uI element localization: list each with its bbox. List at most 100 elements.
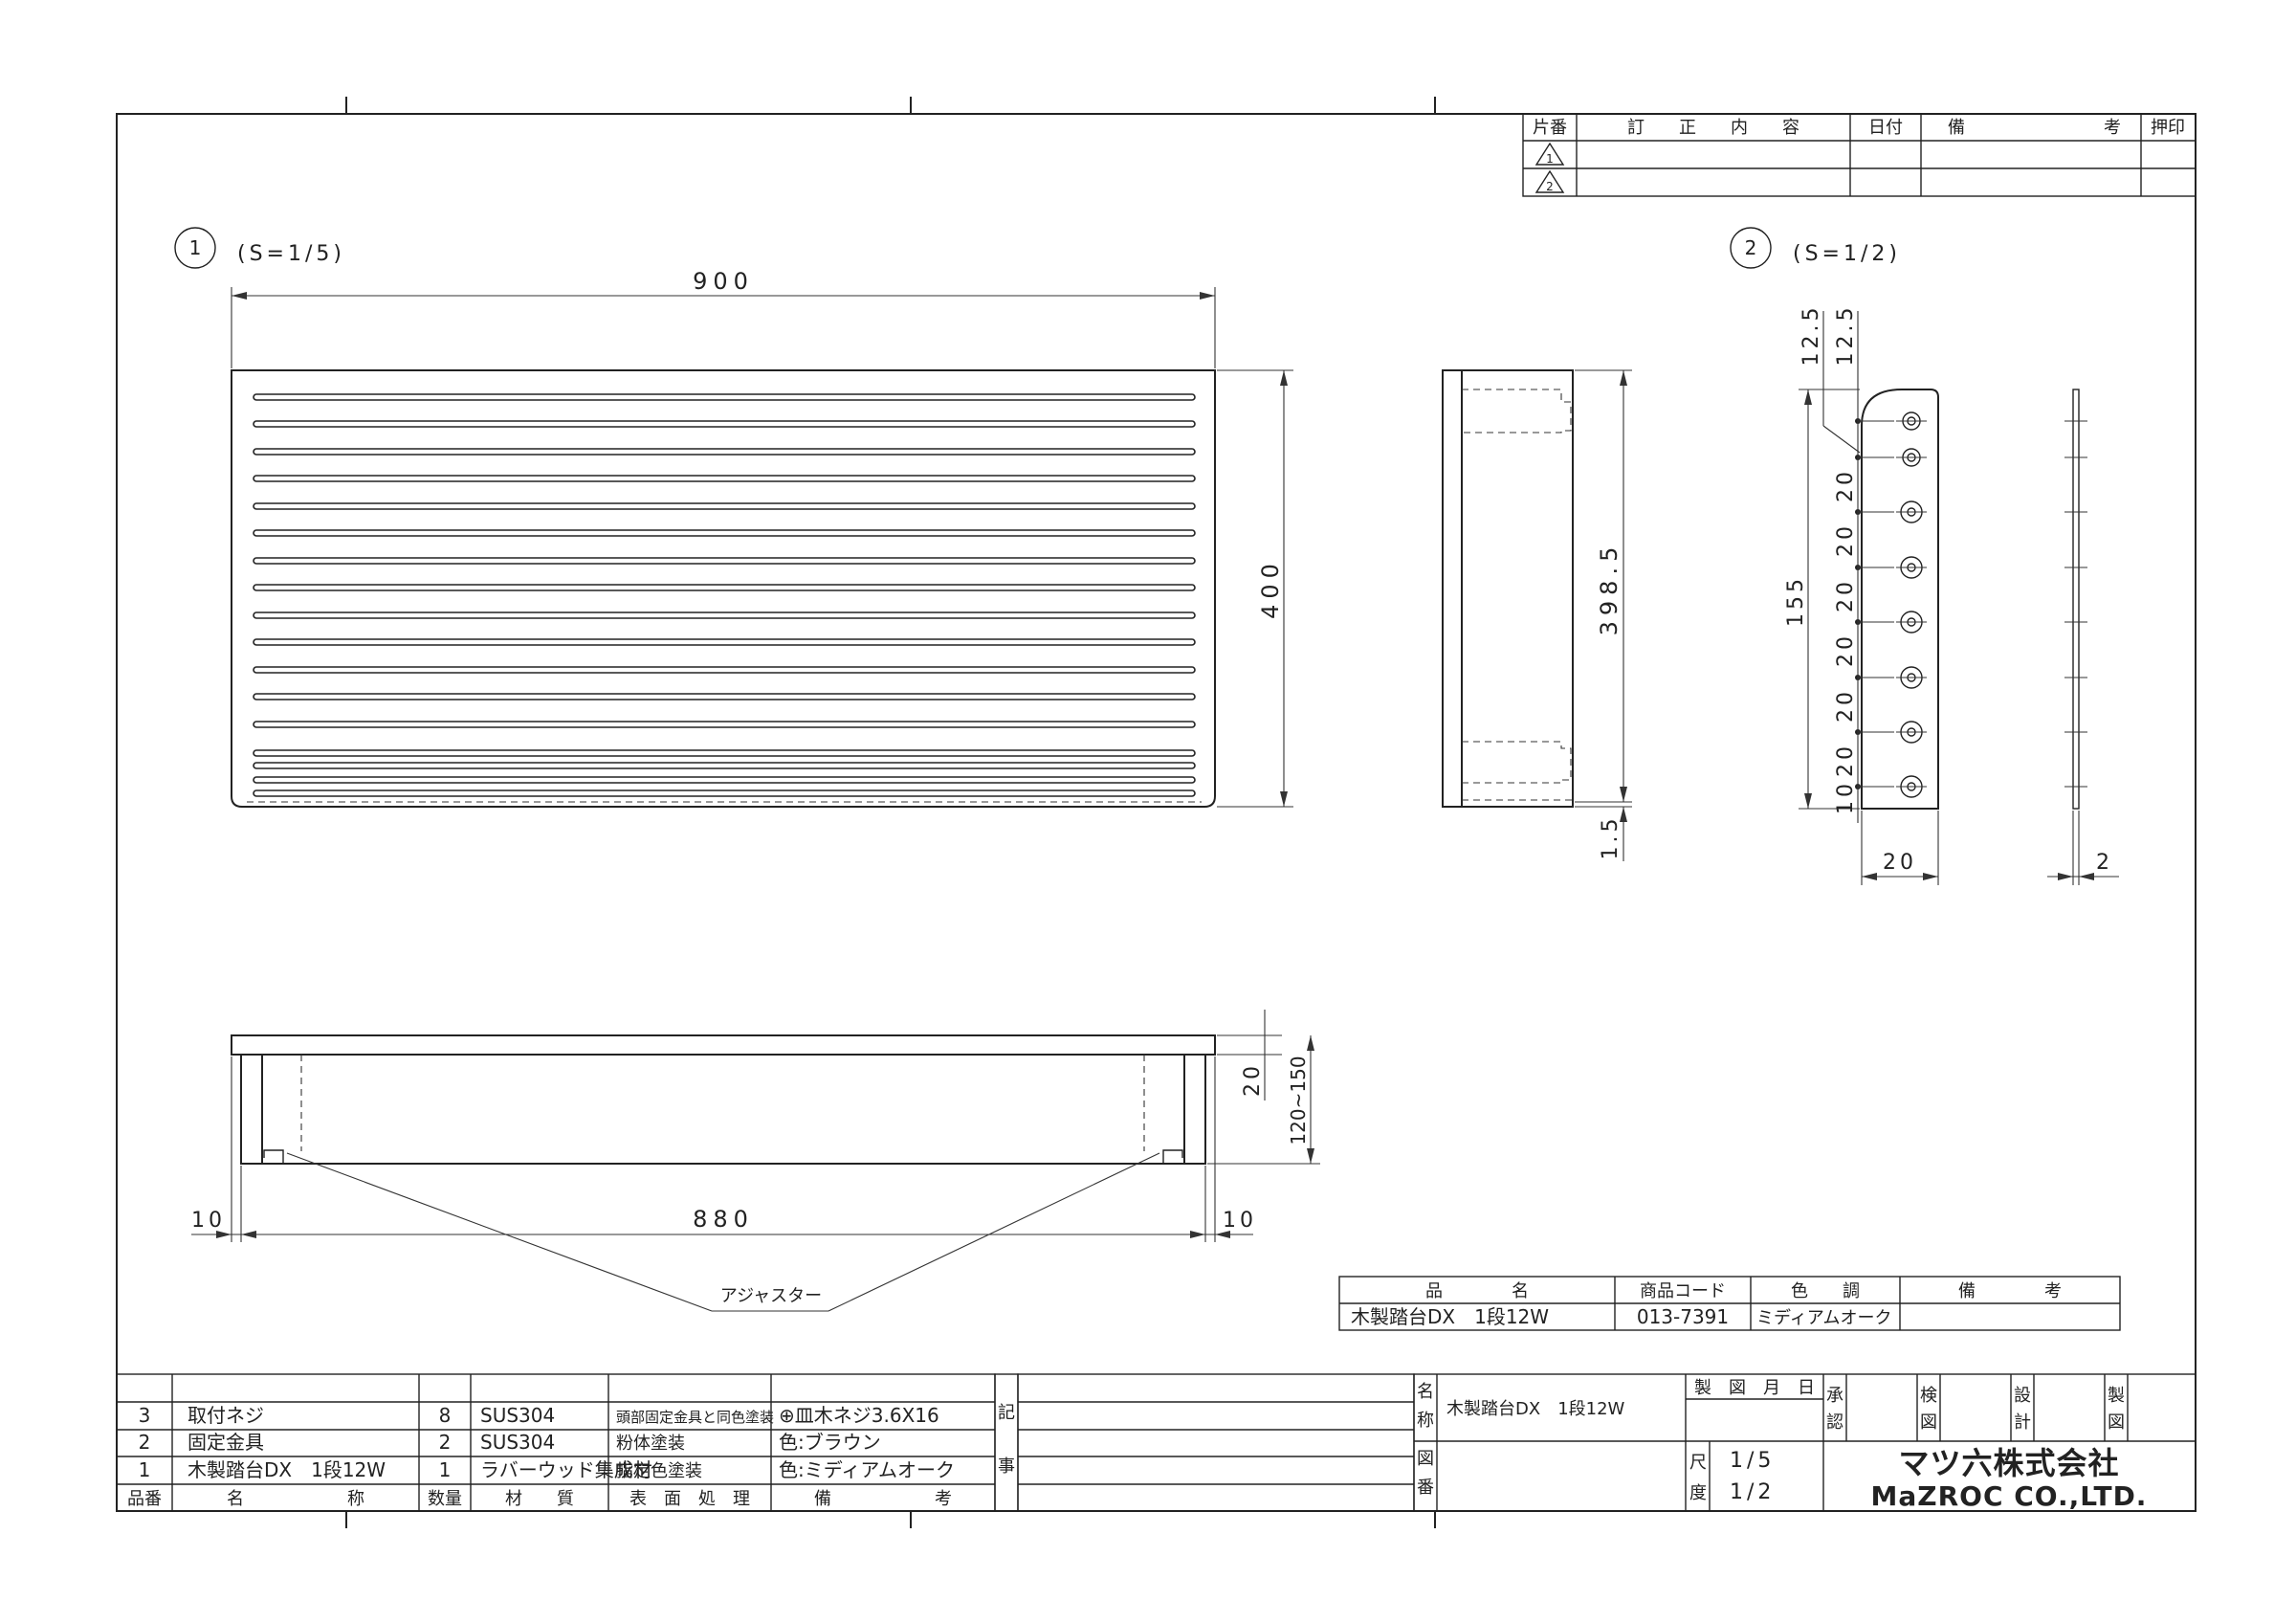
title-approve-label-2: 認 (1826, 1412, 1843, 1433)
part-note: ⊕皿木ネジ3.6X16 (779, 1404, 939, 1427)
dim-side-bottom-label: 1.5 (1599, 815, 1623, 860)
bracket-thickness-label: 2 (2096, 851, 2113, 875)
dim-side-height-label: 398.5 (1596, 542, 1623, 636)
title-scale-1: 1/5 (1730, 1449, 1775, 1473)
part-name: 木製踏台DX 1段12W (188, 1458, 386, 1481)
step-elevation-view: アジャスター (231, 1034, 1216, 1312)
part-no: 1 (139, 1458, 151, 1481)
part-finish: 指定色塗装 (616, 1460, 702, 1481)
rev-header-remarks-1: 備 (1948, 118, 1965, 138)
revision-mark-1: 1 (1546, 152, 1554, 166)
tread-slot (253, 420, 1196, 428)
title-approve-label-1: 承 (1826, 1386, 1843, 1406)
view1-number: 1 (189, 236, 202, 259)
bracket-pitch-label: 20 (1834, 633, 1858, 667)
revision-mark-2: 2 (1546, 180, 1554, 193)
product-name: 木製踏台DX 1段12W (1351, 1305, 1549, 1328)
dim-height-400: 400 (1217, 369, 1293, 808)
title-draft-label-1: 製 (2108, 1386, 2125, 1406)
bracket-total-label: 155 (1784, 575, 1808, 627)
part-note: 色:ブラウン (779, 1431, 881, 1454)
company-logo-en: MaZROC CO.,LTD. (1871, 1480, 2148, 1512)
tread-slot (253, 638, 1196, 646)
part-material: ラバーウッド集成材 (480, 1458, 652, 1481)
bracket-side-view (2064, 389, 2087, 810)
part-qty: 8 (439, 1404, 452, 1427)
title-product-name: 木製踏台DX 1段12W (1446, 1399, 1625, 1419)
part-qty: 1 (439, 1458, 452, 1481)
view-number-circle (174, 227, 216, 269)
dim-height-range-label: 120~150 (1287, 1056, 1310, 1145)
bracket-bottom-label: 10 (1834, 780, 1858, 814)
title-block: 名 称 木製踏台DX 1段12W 図 番 製 図 月 日 承 認 検 図 設 計… (1413, 1373, 2197, 1512)
rev-header-no: 片番 (1533, 118, 1567, 138)
bracket-pitch-label: 20 (1834, 522, 1858, 557)
tread-slot (253, 776, 1196, 784)
title-drawing-no-label-2: 番 (1417, 1478, 1434, 1498)
adjuster-callout: アジャスター (720, 1286, 822, 1306)
bracket-holes (1855, 411, 1927, 798)
tread-slot (253, 557, 1196, 565)
bracket-pitch-label: 20 (1834, 468, 1858, 502)
callout-leader (286, 1152, 713, 1312)
part-no: 2 (139, 1431, 151, 1454)
tread-slot (253, 789, 1196, 797)
part-name: 取付ネジ (188, 1404, 264, 1427)
product-code: 013-7391 (1637, 1305, 1729, 1328)
parts-header-material: 材 質 (505, 1489, 574, 1509)
notes-area: 記 事 (994, 1373, 1415, 1512)
tread-slots (253, 393, 1196, 797)
tread-slot (253, 475, 1196, 482)
company-logo-jp: マツ六株式会社 (1898, 1445, 2119, 1481)
parts-header-qty: 数量 (428, 1489, 462, 1509)
dim-height-label: 400 (1257, 558, 1284, 619)
rev-header-remarks-2: 考 (2104, 118, 2121, 138)
title-check-label-1: 検 (1920, 1386, 1937, 1406)
title-design-label-1: 設 (2014, 1386, 2031, 1406)
tread-slot (253, 666, 1196, 674)
tread-slot (253, 693, 1196, 700)
bracket-top2-label: 12.5 (1834, 304, 1858, 367)
part-material: SUS304 (480, 1404, 555, 1427)
part-finish: 頭部固定金具と同色塗装 (616, 1409, 774, 1426)
part-name: 固定金具 (188, 1431, 264, 1454)
dim-right-label: 10 (1223, 1209, 1257, 1233)
tread-slot (253, 502, 1196, 510)
rev-header-seal: 押印 (2151, 118, 2185, 138)
callout-leader (828, 1152, 1160, 1312)
view-number-circle (1730, 227, 1772, 269)
title-scale-label-1: 尺 (1689, 1453, 1707, 1473)
dim-width-label: 900 (693, 268, 754, 295)
tread-slot (253, 393, 1196, 401)
bracket-pitch-label: 20 (1834, 743, 1858, 777)
title-draft-label-2: 図 (2108, 1412, 2125, 1433)
part-no: 3 (139, 1404, 151, 1427)
part-material: SUS304 (480, 1431, 555, 1454)
title-design-label-2: 計 (2014, 1412, 2031, 1433)
dim-inner-label: 880 (693, 1206, 754, 1233)
notes-label-1: 記 (998, 1403, 1015, 1423)
product-header-code: 商品コード (1640, 1281, 1726, 1301)
dim-left-label: 10 (191, 1209, 226, 1233)
tread-slot (253, 529, 1196, 537)
product-color: ミディアムオーク (1756, 1308, 1891, 1328)
title-check-label-2: 図 (1920, 1412, 1937, 1433)
bracket-pitch-label: 20 (1834, 578, 1858, 612)
step-side-view (1442, 369, 1574, 808)
tread-slot (253, 611, 1196, 619)
title-name-label-2: 称 (1417, 1411, 1434, 1431)
title-scale-label-2: 度 (1689, 1483, 1707, 1503)
title-drawing-no-label-1: 図 (1417, 1449, 1434, 1469)
view2-scale: (S=1/2) (1793, 242, 1901, 266)
tread-slot (253, 448, 1196, 456)
bracket-pitch-label: 20 (1834, 688, 1858, 723)
sheet-border (116, 113, 2197, 1512)
tread-slot (253, 762, 1196, 769)
tread-slot (253, 749, 1196, 757)
product-header-name: 品 名 (1425, 1281, 1529, 1301)
dim-leg-label: 20 (1241, 1062, 1265, 1097)
